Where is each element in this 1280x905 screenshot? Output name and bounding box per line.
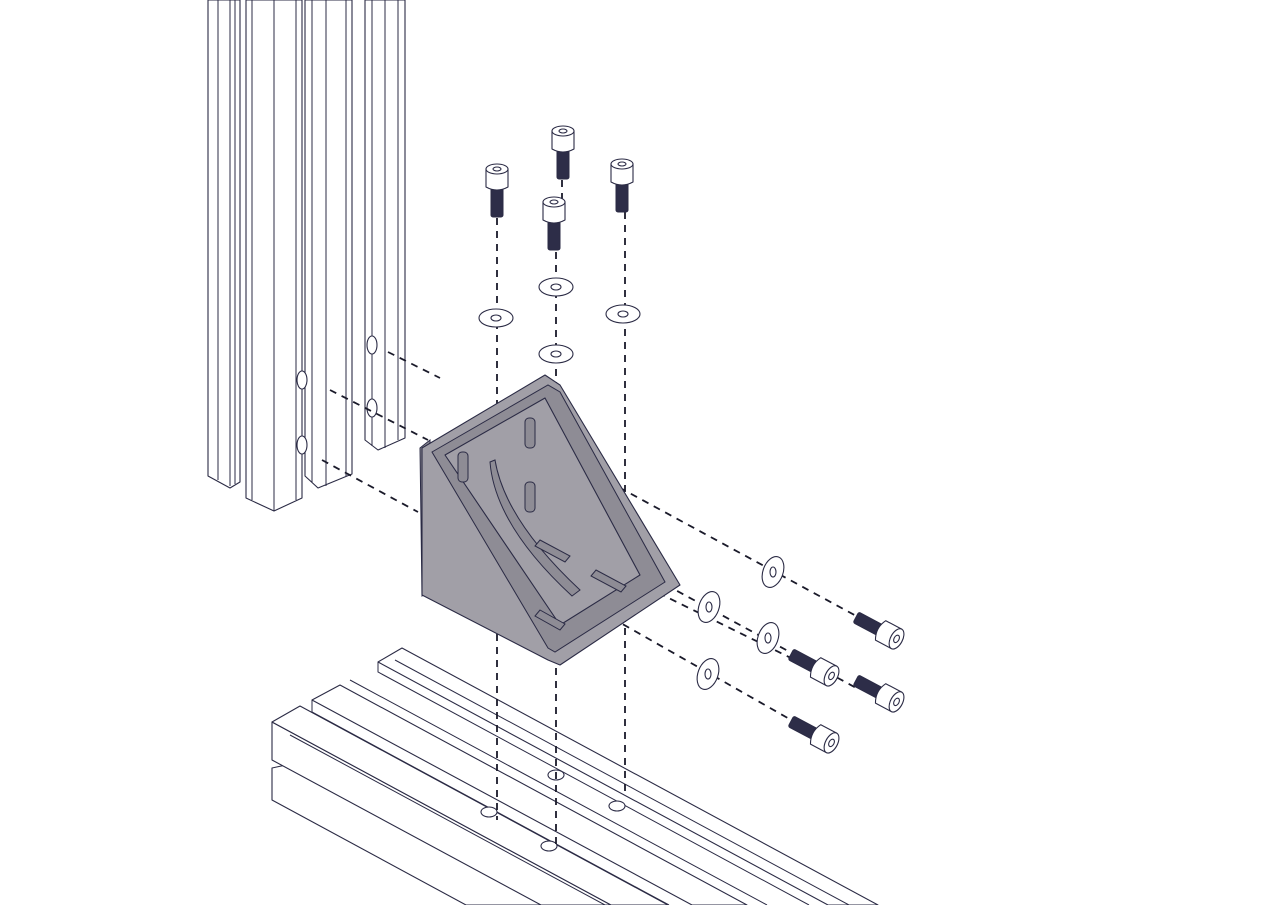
bolt: [542, 196, 566, 251]
bolt: [610, 158, 634, 213]
washer: [538, 344, 574, 364]
washer: [478, 308, 514, 328]
bolts-right: [788, 612, 905, 754]
corner-bracket: [419, 374, 681, 666]
washer: [756, 622, 780, 654]
washer: [538, 277, 574, 297]
washers: [478, 277, 785, 690]
bolts-top: [485, 125, 634, 251]
bolt: [853, 675, 905, 713]
washer: [697, 591, 721, 623]
bolt: [853, 612, 905, 650]
bolt: [788, 649, 840, 687]
bolt: [551, 125, 575, 180]
washer: [696, 658, 720, 690]
vertical-extrusion: [207, 0, 406, 512]
bolt: [485, 163, 509, 218]
bolt: [788, 716, 840, 754]
washer: [605, 304, 641, 324]
horizontal-extrusion: [271, 647, 879, 905]
washer: [761, 556, 785, 588]
